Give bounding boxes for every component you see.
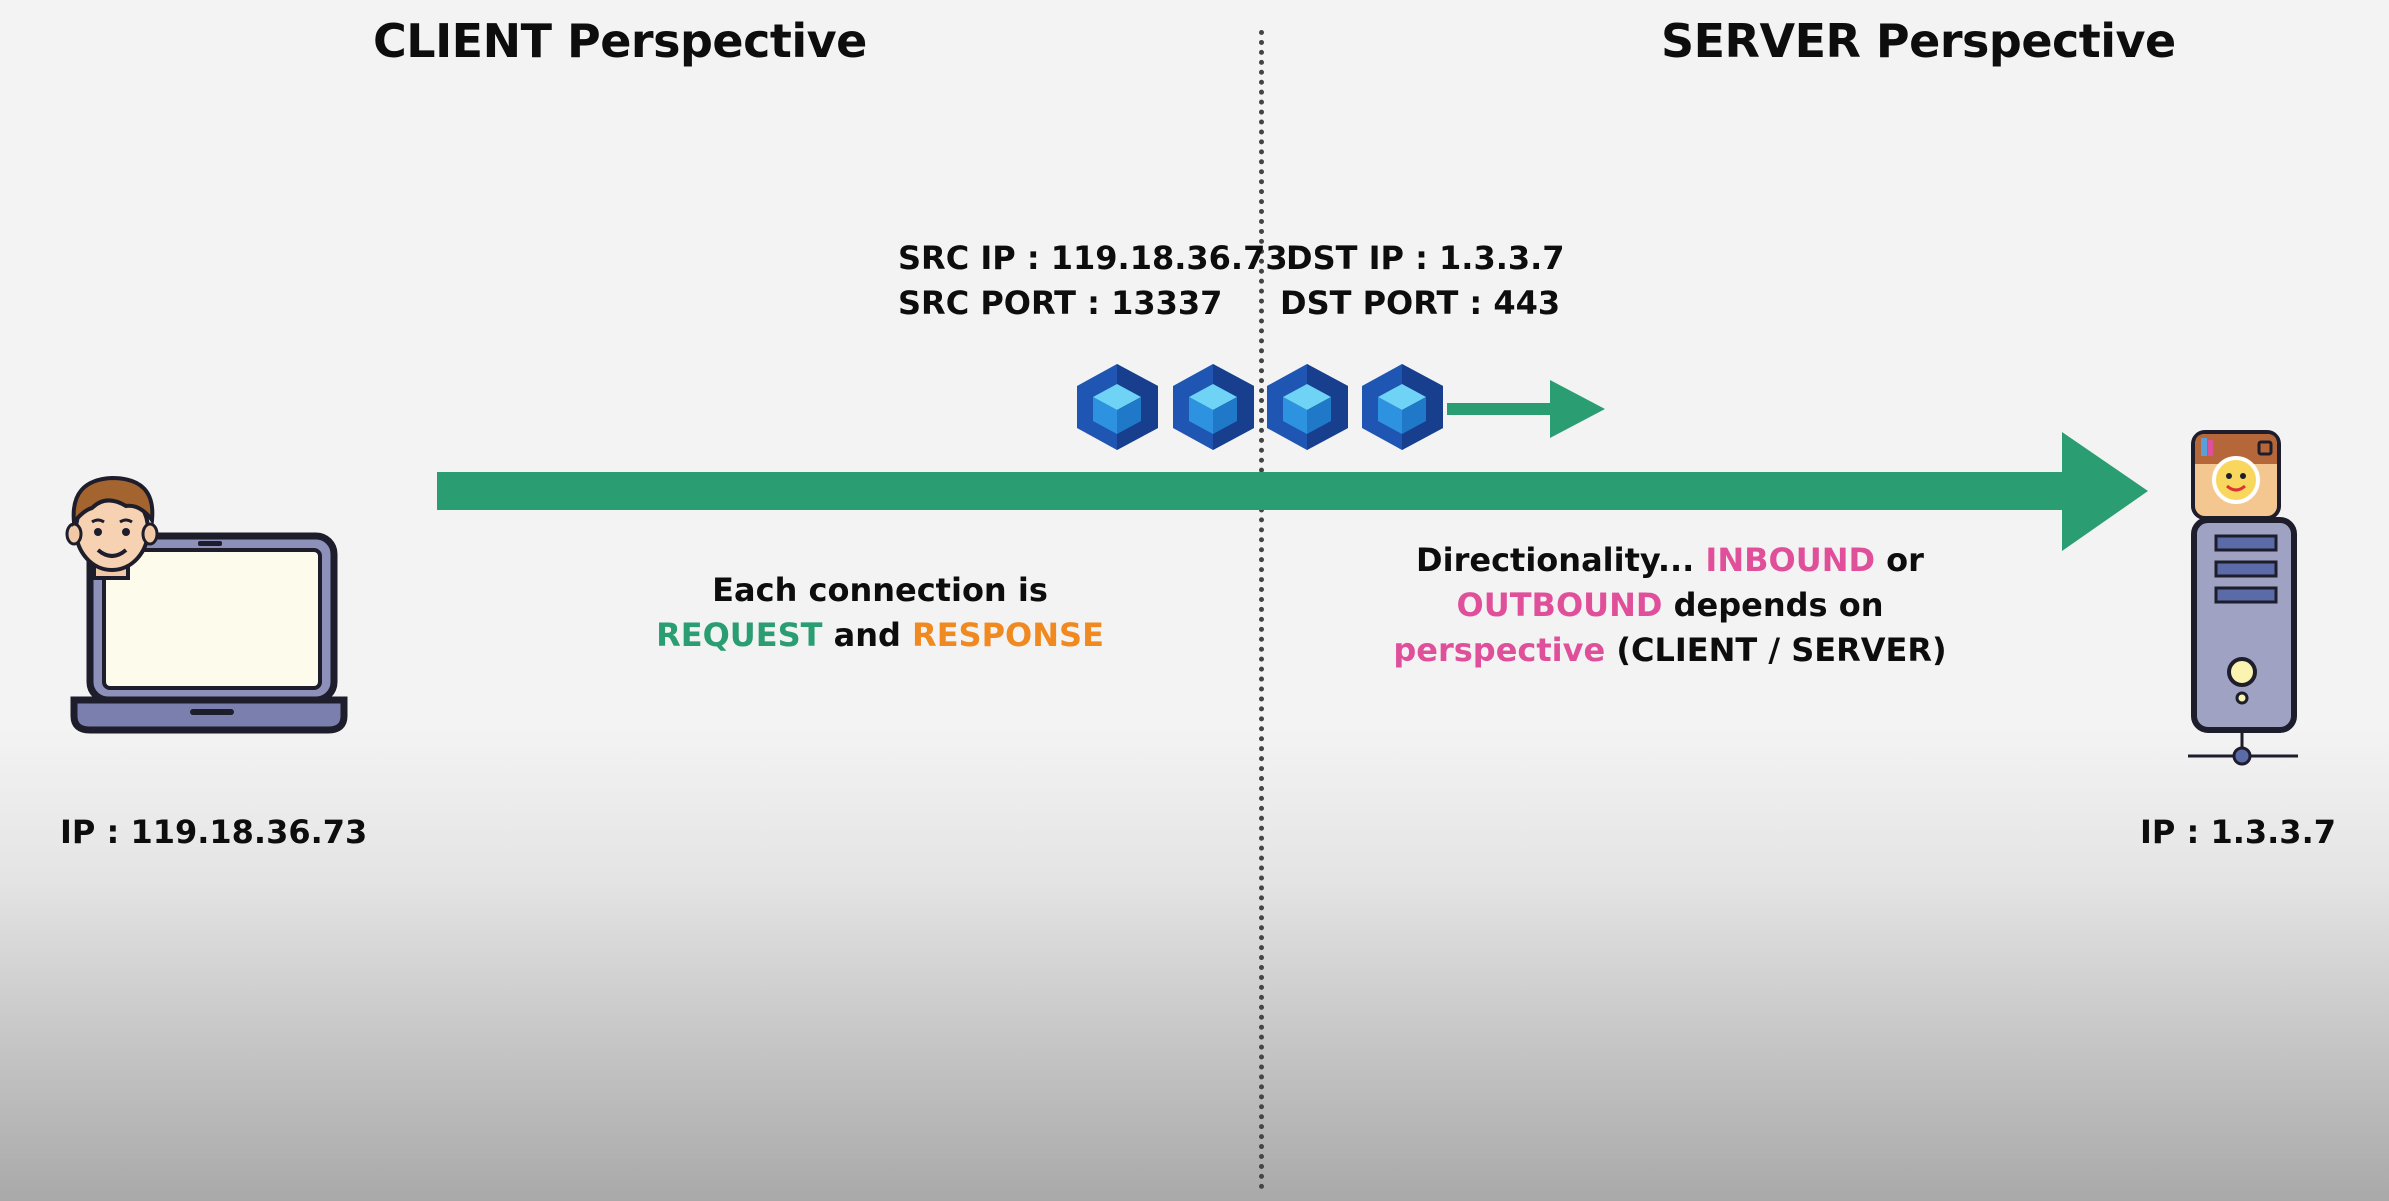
client-ip-label: IP : 119.18.36.73: [60, 813, 368, 851]
dst-port-label: DST PORT : 443: [1280, 284, 1561, 322]
dst-ip-label: DST IP : 1.3.3.7: [1286, 239, 1565, 277]
client-perspective-heading: CLIENT Perspective: [373, 14, 867, 68]
connection-note-line2: REQUEST and RESPONSE: [620, 613, 1140, 658]
directionality-note: Directionality... INBOUND or OUTBOUND de…: [1380, 538, 1960, 673]
src-ip-label: SRC IP : 119.18.36.73: [898, 239, 1288, 277]
inbound-keyword: INBOUND: [1705, 541, 1876, 579]
user-avatar-icon: [65, 475, 159, 580]
instagram-app-icon: [2191, 430, 2281, 520]
packet-icon: [1173, 364, 1254, 450]
directionality-line2: OUTBOUND depends on: [1380, 583, 1960, 628]
perspective-keyword: perspective: [1393, 631, 1606, 669]
packet-icon: [1077, 364, 1158, 450]
connection-note: Each connection is REQUEST and RESPONSE: [620, 568, 1140, 658]
packet-icon: [1267, 364, 1348, 450]
request-keyword: REQUEST: [656, 616, 823, 654]
dst-info: DST IP : 1.3.3.7 DST PORT : 443: [1280, 236, 1565, 326]
src-port-label: SRC PORT : 13337: [898, 284, 1223, 322]
response-keyword: RESPONSE: [912, 616, 1104, 654]
server-ip-label: IP : 1.3.3.7: [2140, 813, 2336, 851]
laptop-icon: [70, 532, 348, 734]
outbound-keyword: OUTBOUND: [1456, 586, 1663, 624]
packet-icon: [1362, 364, 1443, 450]
and-text: and: [822, 616, 913, 654]
packet-direction-arrow: [1447, 380, 1605, 438]
directionality-text: Directionality...: [1416, 541, 1706, 579]
perspective-divider: [1259, 30, 1264, 1190]
client-server-text: (CLIENT / SERVER): [1605, 631, 1947, 669]
depends-on-text: depends on: [1662, 586, 1884, 624]
directionality-line1: Directionality... INBOUND or: [1380, 538, 1960, 583]
connection-note-line1: Each connection is: [712, 571, 1048, 609]
src-info: SRC IP : 119.18.36.73 SRC PORT : 13337: [898, 236, 1288, 326]
directionality-line3: perspective (CLIENT / SERVER): [1380, 628, 1960, 673]
server-perspective-heading: SERVER Perspective: [1661, 14, 2176, 68]
or-text: or: [1875, 541, 1924, 579]
